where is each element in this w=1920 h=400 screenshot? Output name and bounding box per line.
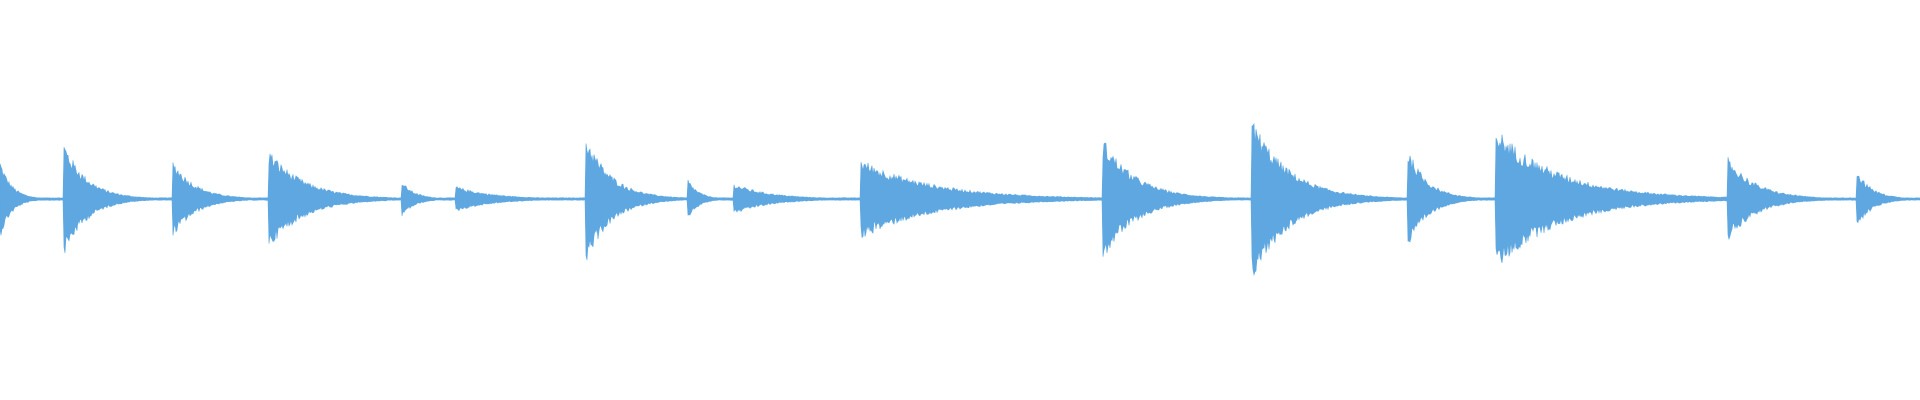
waveform-shape <box>0 122 1920 276</box>
